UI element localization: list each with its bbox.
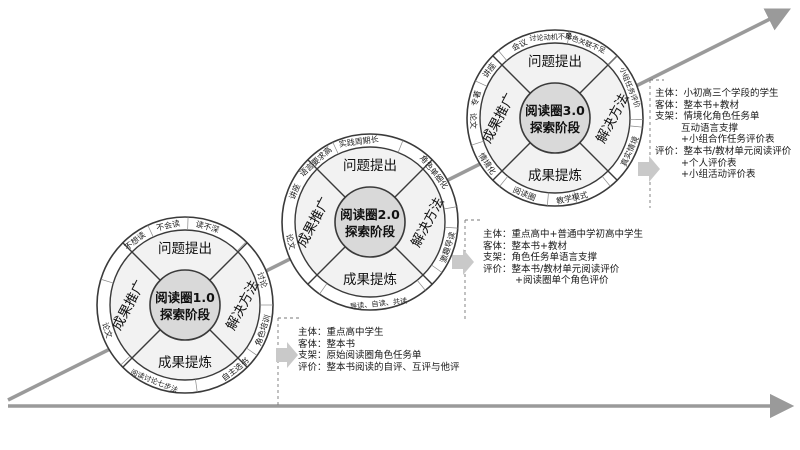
sector-divider [579,142,618,181]
outer-separator [397,140,404,153]
outer-separator [573,190,578,204]
stage1-info-arrow [276,342,298,368]
outer-separator [629,125,643,128]
stage3-evaluation: 评价：整本书/教材单元阅读评价 [655,145,792,157]
sector-label: 成果提炼 [343,272,397,288]
stage1-carrier: 客体：整本书 [298,338,356,350]
sector-label: 成果提炼 [158,355,212,371]
outer-label: 论文 [284,233,298,251]
outer-label: 讨论 [255,271,269,289]
sector-divider [394,246,433,285]
stage2-subject: 主体：重点高中+普通中学初高中学生 [483,229,643,240]
stage3-evaluation-extra1: +个人评价表 [681,157,737,169]
outer-separator [498,50,508,61]
stage3-support-extra2: +小组合作任务评价表 [681,134,775,146]
stage1-support: 支架：原始阅读圈角色任务单 [298,350,422,362]
stage2-carrier: 客体：整本书+教材 [483,240,567,252]
stage2-support: 支架：角色任务单语言支撑 [483,252,598,264]
outer-separator [443,206,457,210]
stage3-evaluation-extra2: +小组活动评价表 [681,169,756,181]
outer-separator [120,355,131,366]
stage-2-wheel: 阅读圈2.0探索阶段问题提出解决方法成果提炼成果推广语言要求高实践周期长角色单细… [281,133,459,311]
sector-label: 问题提出 [528,54,582,70]
stage-3-wheel: 阅读圈3.0探索阶段问题提出解决方法成果提炼成果推广讨论动机不足角色关联不足小组… [466,29,644,207]
sector-label: 问题提出 [343,158,397,174]
sector-label: 问题提出 [158,241,212,257]
outer-label: 论文 [100,321,114,339]
stage-1-wheel: 阅读圈1.0探索阶段问题提出解决方法成果提炼成果推广不想读不会读读不深讨论角色培… [96,216,274,395]
outer-separator [601,176,611,187]
outer-label: 论文 [468,113,479,129]
stage-core [149,269,221,341]
stage-title-line2: 探索阶段 [345,224,396,239]
stage2-info-arrow [452,249,474,275]
stage1-subject: 主体：重点高中学生 [298,327,384,338]
stage3-info-box: 主体：小初高三个学段的学生 客体：整本书+教材 支架：情境化角色任务单 互动语言… [655,88,791,181]
outer-separator [431,264,443,273]
sector-divider [307,159,346,198]
stage2-info-box: 主体：重点高中+普通中学初高中学生 客体：整本书+教材 支架：角色任务单语言支撑… [483,229,643,287]
outer-separator [471,140,484,146]
stage2-evaluation-extra: +阅读圈单个角色评价 [515,275,609,287]
outer-separator [499,176,509,187]
outer-separator [100,278,114,284]
sector-label: 成果提炼 [528,168,582,184]
outer-separator [416,280,426,291]
outer-separator [567,31,570,45]
stage-title-line2: 探索阶段 [530,120,581,135]
stage-title-line1: 阅读圈2.0 [340,207,400,222]
stage-title-line1: 阅读圈1.0 [155,290,215,305]
stage3-info-arrow [638,156,660,182]
stage3-subject: 主体：小初高三个学段的学生 [655,88,779,99]
outer-label: 专著 [469,89,483,107]
stage3-support: 支架：情境化角色任务单 [655,111,760,123]
outer-separator [607,55,618,66]
sector-divider [394,159,433,198]
outer-separator [319,283,328,295]
stage-core [519,82,591,154]
outer-separator [475,80,488,87]
stage1-info-box: 主体：重点高中学生 客体：整本书 支架：原始阅读圈角色任务单 评价：整本书阅读的… [298,327,460,373]
stage-title-line1: 阅读圈3.0 [525,103,585,118]
outer-separator [246,347,258,356]
outer-separator [546,192,549,206]
outer-separator [236,241,247,252]
stage-core [334,186,406,258]
sector-divider [122,329,161,368]
stage3-carrier: 客体：整本书+教材 [655,99,739,111]
outer-label: 讨论动机不足 [529,31,573,42]
outer-separator [444,226,458,229]
sector-divider [492,142,531,181]
outer-separator [195,379,198,393]
outer-separator [332,142,339,155]
stage-title-line2: 探索阶段 [160,307,211,322]
stage2-evaluation: 评价：整本书/教材单元阅读评价 [483,263,620,275]
sector-divider [492,55,531,94]
sector-divider [122,242,161,281]
stage3-support-extra1: 互动语言支撑 [681,122,739,134]
sector-divider [209,242,248,281]
sector-divider [209,329,248,368]
sector-divider [307,246,346,285]
stage1-evaluation: 评价：整本书阅读的自评、互评与他评 [298,361,460,373]
outer-label: 不会读 [155,218,181,233]
outer-separator [147,225,154,238]
